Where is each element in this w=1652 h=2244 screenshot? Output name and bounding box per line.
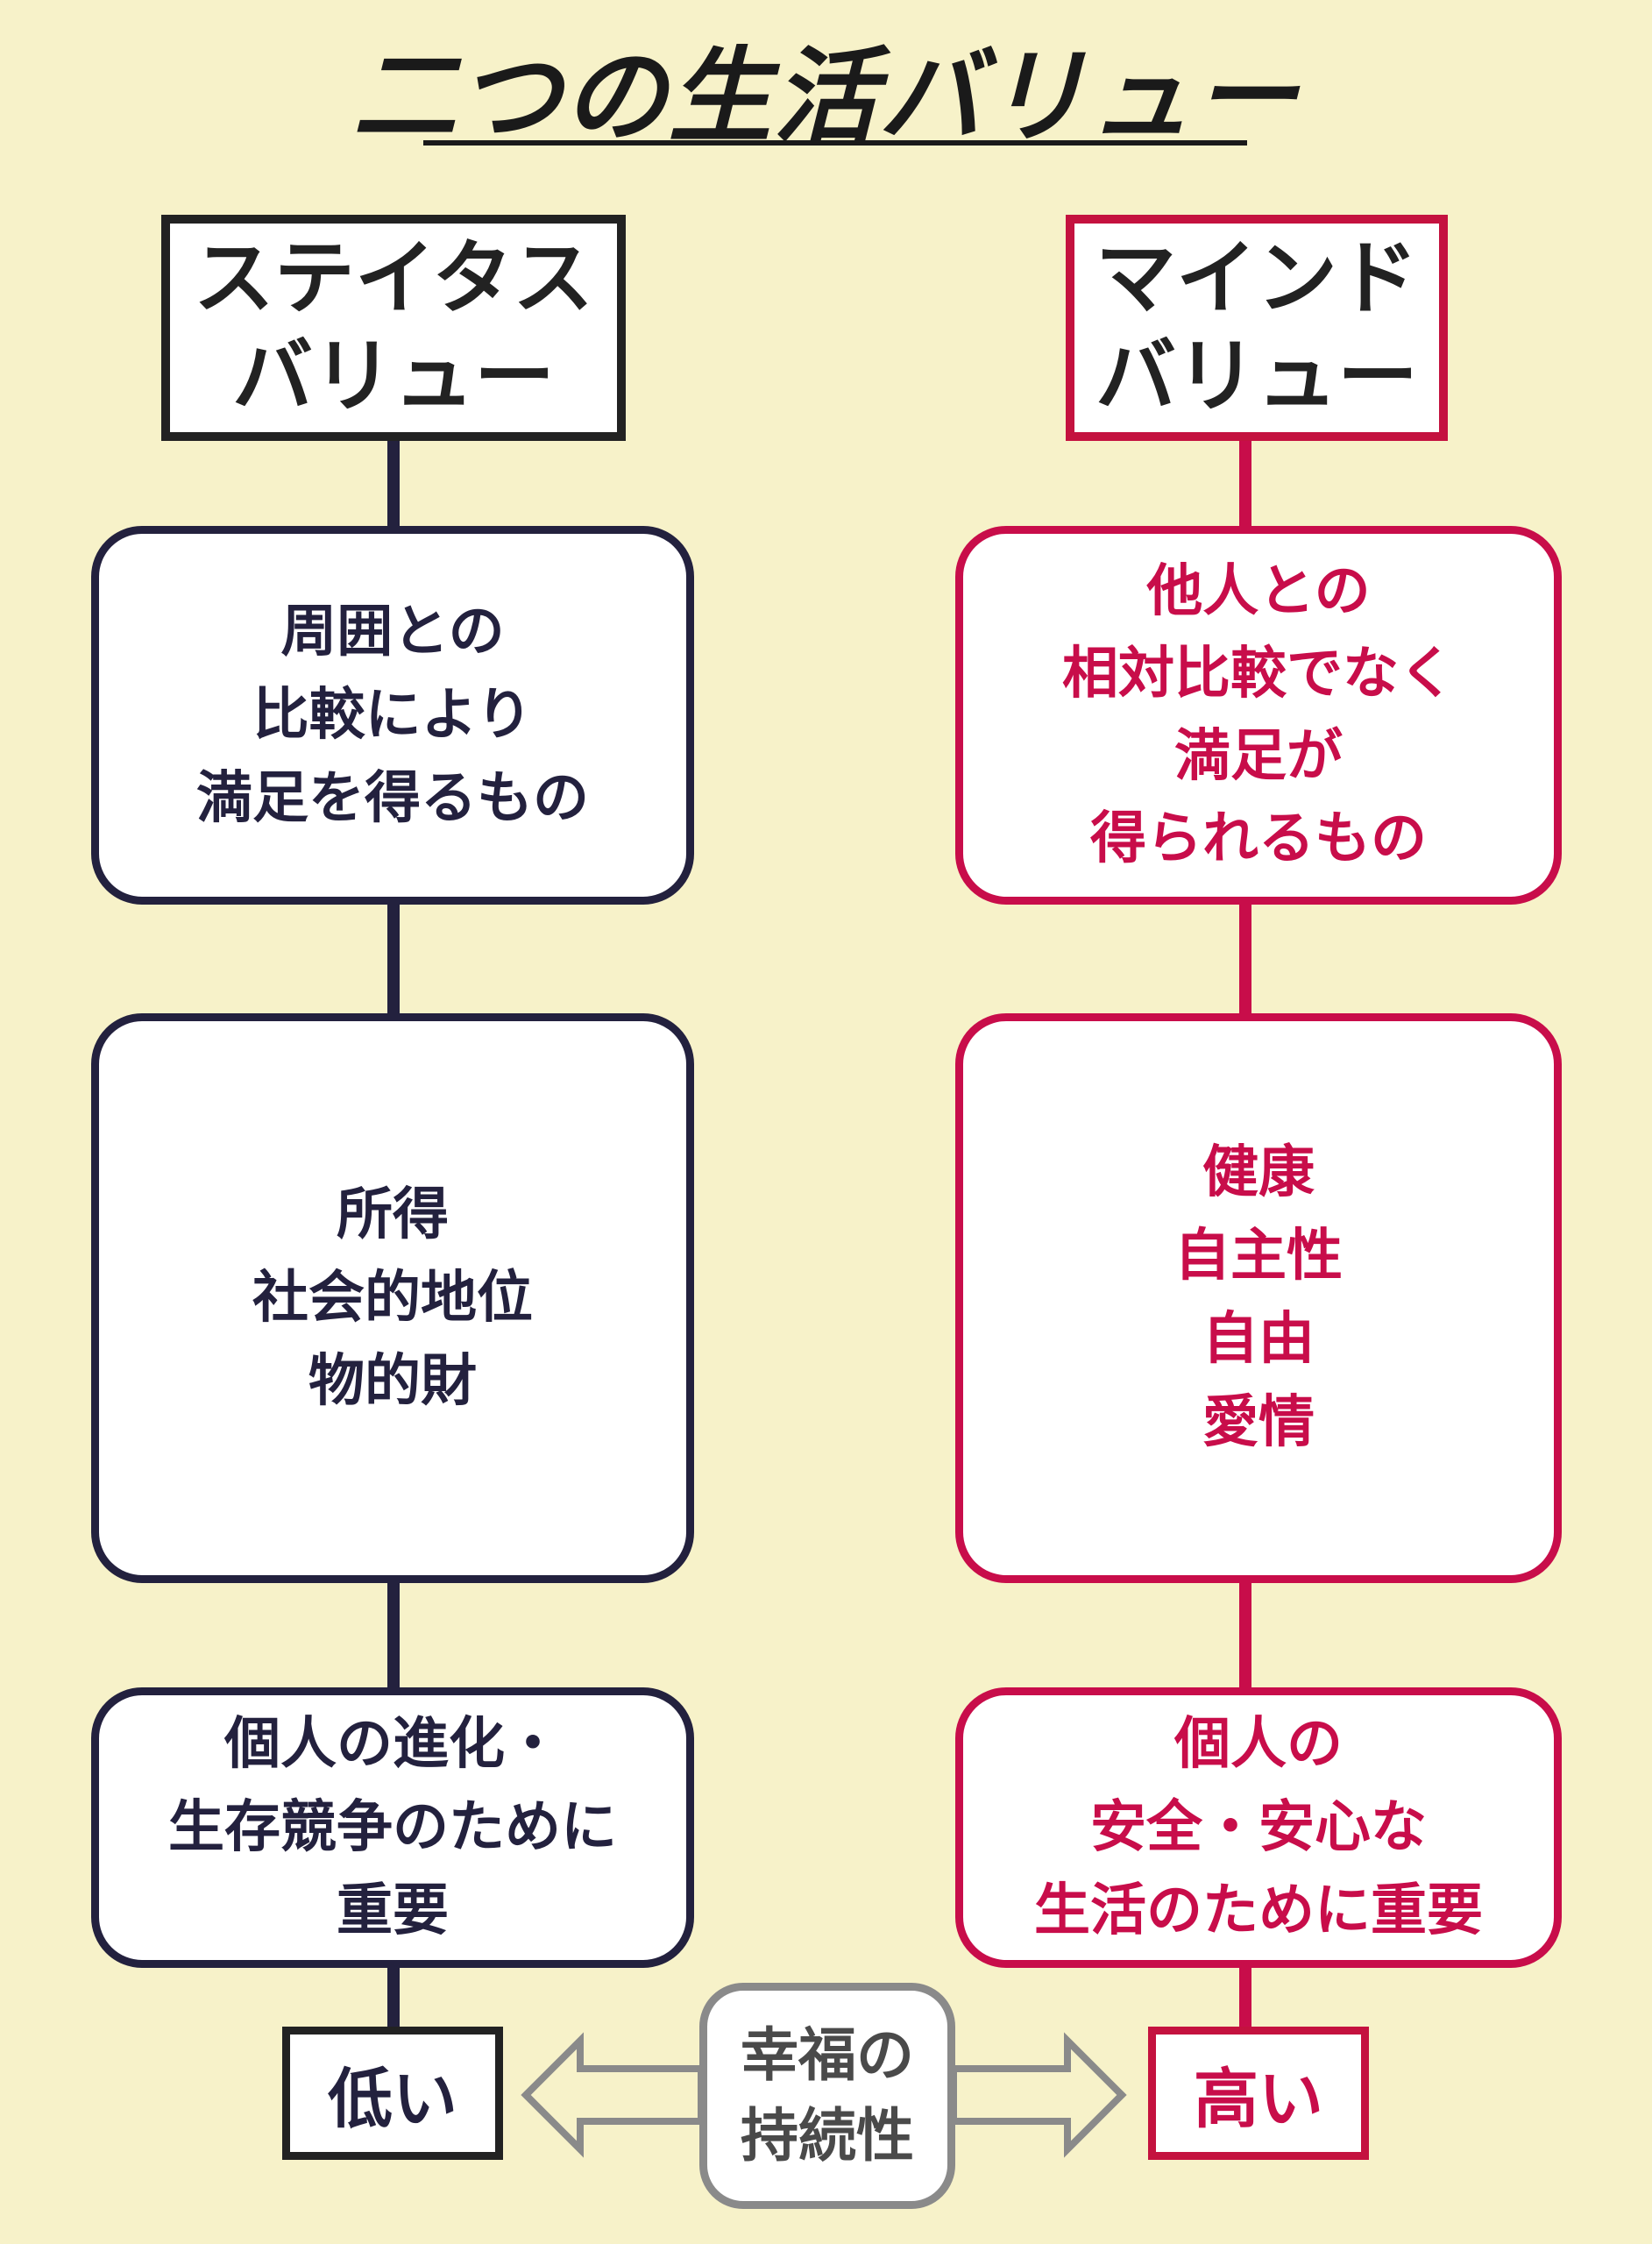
mind-example-item: 自主性 <box>1174 1224 1343 1289</box>
status-definition-box: 周囲との 比較により 満足を得るもの <box>91 526 694 905</box>
status-value-header: ステイタス バリュー <box>161 215 626 441</box>
mind-example-item: 愛情 <box>1202 1390 1315 1455</box>
status-definition-line: 満足を得るもの <box>196 765 589 831</box>
status-importance-line: 重要 <box>337 1878 449 1943</box>
left-arrow-icon <box>521 2032 705 2158</box>
mind-definition-box: 他人との 相対比較でなく 満足が 得られるもの <box>955 526 1562 905</box>
status-example-item: 物的財 <box>308 1348 477 1414</box>
mind-example-item: 健康 <box>1202 1140 1315 1205</box>
mind-examples-box: 健康 自主性 自由 愛情 <box>955 1013 1562 1583</box>
title-underline <box>423 140 1247 146</box>
center-label-line: 幸福の <box>741 2021 914 2089</box>
right-arrow-icon <box>950 2032 1127 2158</box>
mind-definition-line: 得られるもの <box>1090 806 1427 871</box>
center-label-line: 持続性 <box>741 2102 914 2169</box>
mind-value-header: マインド バリュー <box>1066 215 1448 441</box>
status-example-item: 所得 <box>337 1182 449 1247</box>
mind-sustainability-high: 高い <box>1148 2027 1369 2160</box>
status-value-header-line: バリュー <box>231 330 555 423</box>
happiness-sustainability-label: 幸福の 持続性 <box>699 1983 955 2209</box>
mind-importance-line: 生活のために重要 <box>1034 1878 1483 1943</box>
mind-example-item: 自由 <box>1202 1307 1315 1372</box>
mind-importance-box: 個人の 安全・安心な 生活のために重要 <box>955 1687 1562 1968</box>
status-importance-line: 個人の進化・ <box>224 1711 561 1777</box>
mind-value-header-line: マインド <box>1095 231 1418 325</box>
status-example-item: 社会的地位 <box>252 1265 533 1331</box>
status-definition-line: 比較により <box>252 682 533 748</box>
mind-value-header-line: バリュー <box>1095 330 1418 423</box>
status-examples-box: 所得 社会的地位 物的財 <box>91 1013 694 1583</box>
page-title: 二つの生活バリュー <box>352 36 1300 157</box>
status-importance-box: 個人の進化・ 生存競争のために 重要 <box>91 1687 694 1968</box>
mind-importance-line: 安全・安心な <box>1090 1794 1427 1860</box>
status-importance-line: 生存競争のために <box>168 1794 617 1860</box>
mind-definition-line: 他人との <box>1146 559 1371 624</box>
status-sustainability-low: 低い <box>282 2027 503 2160</box>
status-value-header-line: ステイタス <box>193 231 594 325</box>
status-definition-line: 周囲との <box>280 599 505 664</box>
mind-definition-line: 満足が <box>1174 724 1343 789</box>
mind-definition-line: 相対比較でなく <box>1062 642 1455 707</box>
mind-importance-line: 個人の <box>1174 1711 1343 1777</box>
